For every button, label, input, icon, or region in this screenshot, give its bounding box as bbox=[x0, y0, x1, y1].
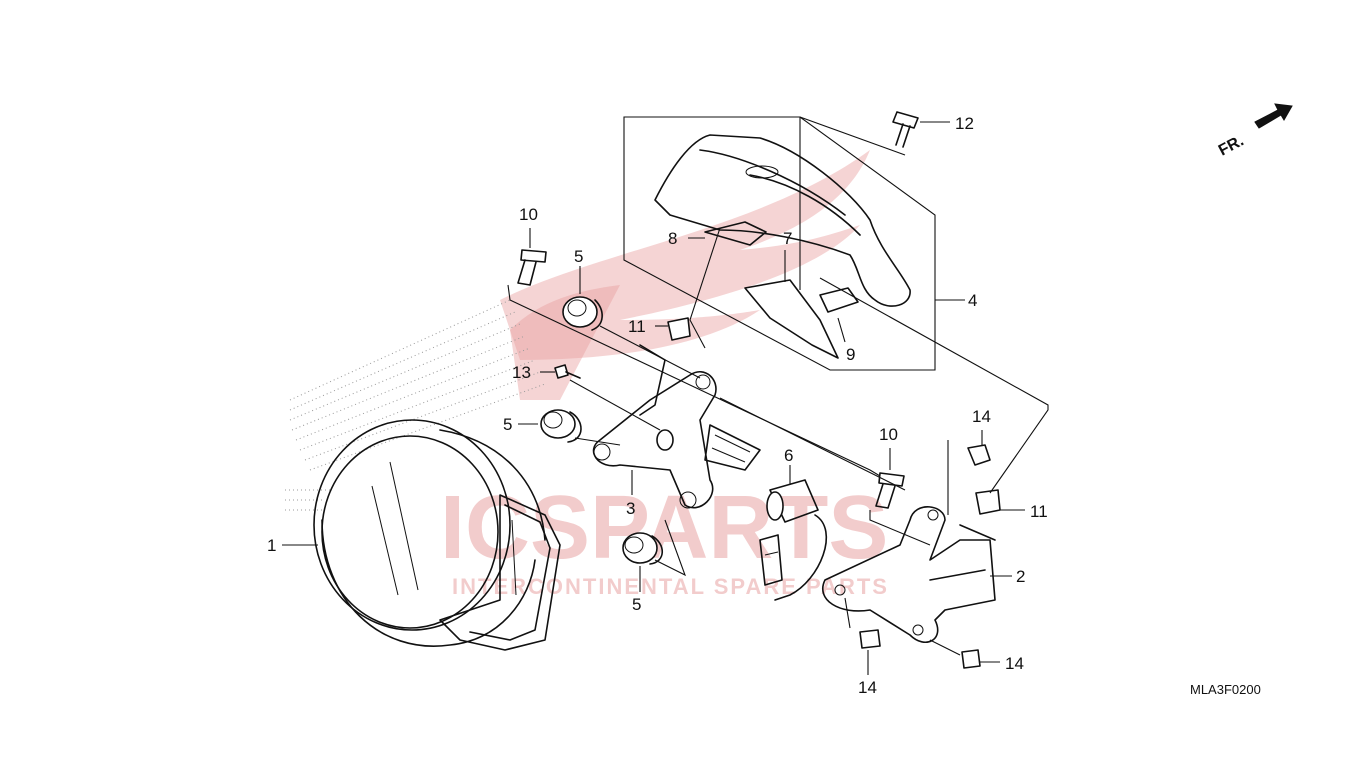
lower-bracket-part bbox=[822, 506, 996, 644]
callout-6: 6 bbox=[784, 446, 793, 465]
front-direction-label: FR. bbox=[1216, 132, 1247, 159]
callout-2: 2 bbox=[1016, 567, 1025, 586]
callout-10-right: 10 bbox=[879, 425, 898, 444]
socket-part bbox=[759, 479, 827, 601]
callout-12: 12 bbox=[955, 114, 974, 133]
callout-13: 13 bbox=[512, 363, 531, 382]
callout-14-bottom: 14 bbox=[858, 678, 877, 697]
leader-lines bbox=[282, 116, 1049, 675]
meter-assembly-part bbox=[313, 419, 561, 651]
callout-11-left: 11 bbox=[628, 317, 646, 336]
callout-5-top: 5 bbox=[574, 247, 583, 266]
watermark: ICSPARTS INTERCONTINENTAL SPARE PARTS bbox=[440, 150, 888, 599]
front-arrow-icon bbox=[1254, 103, 1293, 129]
callout-3: 3 bbox=[626, 499, 635, 518]
callout-10-left: 10 bbox=[519, 205, 538, 224]
meter-bracket-part bbox=[592, 344, 761, 509]
watermark-brand: ICSPARTS bbox=[440, 478, 888, 578]
callout-5-mid: 5 bbox=[503, 415, 512, 434]
callout-4: 4 bbox=[968, 291, 977, 310]
front-direction-indicator: FR. bbox=[1216, 103, 1293, 160]
callout-5-bottom: 5 bbox=[632, 595, 641, 614]
fasteners bbox=[517, 111, 1001, 669]
diagram-code: MLA3F0200 bbox=[1190, 682, 1261, 697]
callout-8: 8 bbox=[668, 229, 677, 248]
callout-labels: 1 2 3 4 5 5 5 6 7 8 9 10 10 11 11 12 13 … bbox=[267, 114, 1048, 697]
callout-14-top: 14 bbox=[972, 407, 991, 426]
callout-11-right: 11 bbox=[1030, 502, 1048, 521]
callout-9: 9 bbox=[846, 345, 855, 364]
callout-14-right: 14 bbox=[1005, 654, 1024, 673]
callout-7: 7 bbox=[783, 229, 792, 248]
callout-1: 1 bbox=[267, 536, 276, 555]
meter-shadow bbox=[285, 299, 546, 511]
